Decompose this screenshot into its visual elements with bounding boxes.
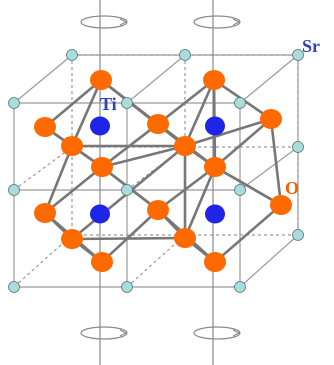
- o-atom: [91, 157, 113, 177]
- arrowhead-icon: [119, 18, 128, 26]
- rotation-arrow-icon: [80, 326, 128, 340]
- o-atom: [61, 229, 83, 249]
- octahedron-edge: [44, 165, 103, 215]
- o-atom: [174, 136, 196, 156]
- octahedron-edge: [183, 79, 216, 147]
- o-atom: [204, 157, 226, 177]
- cell-edge: [13, 146, 73, 191]
- cell-edge: [126, 54, 186, 104]
- ti-atom: [205, 116, 225, 136]
- cell-edge: [239, 146, 299, 191]
- arrowhead-icon: [119, 329, 128, 337]
- o-atom: [260, 109, 282, 129]
- octahedron-edge: [101, 209, 159, 263]
- cell-edge: [13, 234, 73, 288]
- octahedron-edge: [43, 145, 74, 214]
- atoms: [8, 49, 304, 293]
- arrowhead-icon: [232, 329, 241, 337]
- cell-edge: [239, 234, 299, 288]
- ti-label: Ti: [100, 94, 117, 114]
- o-atom: [270, 195, 292, 215]
- sr-atom: [121, 281, 133, 293]
- o-atom: [90, 70, 112, 90]
- sr-atom: [8, 281, 20, 293]
- o-atom: [147, 200, 169, 220]
- cell-edge: [239, 54, 299, 104]
- octahedron-edge: [214, 204, 282, 263]
- octahedron-edge: [157, 165, 216, 212]
- cell-edge: [13, 54, 73, 104]
- octahedron-edge: [183, 166, 217, 239]
- octahedron-edge: [269, 118, 283, 206]
- octahedron-edge: [157, 78, 215, 126]
- o-atom: [147, 114, 169, 134]
- octahedron-edge: [101, 144, 186, 169]
- sr-atom: [292, 229, 304, 241]
- octahedron-edge: [44, 79, 102, 128]
- sr-label: Sr: [302, 36, 320, 56]
- o-atom: [203, 70, 225, 90]
- ti-atom: [90, 116, 110, 136]
- sr-atom: [8, 184, 20, 196]
- o-atom: [34, 203, 56, 223]
- sr-atom: [234, 184, 246, 196]
- sr-atom: [121, 184, 133, 196]
- octahedron-edge: [71, 236, 186, 241]
- sr-atom: [8, 97, 20, 109]
- ti-atom: [90, 204, 110, 224]
- o-atom: [174, 228, 196, 248]
- octahedron-edge: [70, 79, 103, 147]
- ti-atom: [205, 204, 225, 224]
- sr-atom: [292, 49, 304, 61]
- octahedron-edge: [214, 118, 272, 168]
- o-atom: [91, 252, 113, 272]
- sr-atom: [234, 281, 246, 293]
- o-atom: [204, 252, 226, 272]
- sr-atom: [66, 49, 78, 61]
- sr-atom: [292, 141, 304, 153]
- rotation-arrow-icon: [193, 326, 241, 340]
- rotation-arrow-icon: [80, 15, 128, 29]
- rotation-axes: [80, 0, 241, 365]
- o-atom: [34, 117, 56, 137]
- sr-atom: [121, 97, 133, 109]
- octahedron-edge: [214, 165, 282, 207]
- sr-atom: [179, 49, 191, 61]
- cell-edge: [126, 234, 186, 288]
- arrowhead-icon: [232, 18, 241, 26]
- o-atom: [61, 136, 83, 156]
- octahedron-edge: [184, 117, 272, 148]
- sr-atom: [234, 97, 246, 109]
- o-label: O: [285, 178, 299, 198]
- rotation-arrow-icon: [193, 15, 241, 29]
